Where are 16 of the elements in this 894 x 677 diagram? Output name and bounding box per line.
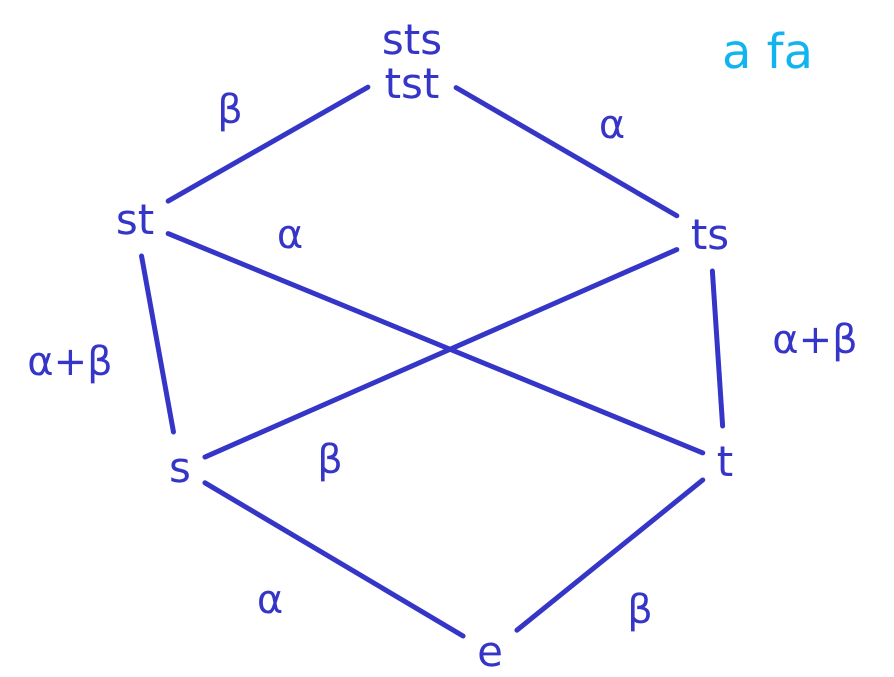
connector-line (454, 85, 680, 218)
node-label: s (169, 446, 191, 490)
node-label: st (116, 198, 154, 242)
node-label: tst (384, 62, 440, 106)
node-label: e (477, 630, 503, 674)
connector-line (202, 247, 680, 460)
connector-line (710, 268, 726, 428)
node-label: ts (690, 213, 730, 257)
connector-line (202, 480, 466, 639)
connector-line (166, 231, 706, 456)
connector-line (514, 477, 706, 633)
note-text: a fa (722, 28, 813, 76)
connector-line (166, 84, 370, 204)
node-label: t (716, 440, 734, 484)
connector-line (139, 254, 176, 434)
node-label: sts (382, 18, 442, 62)
